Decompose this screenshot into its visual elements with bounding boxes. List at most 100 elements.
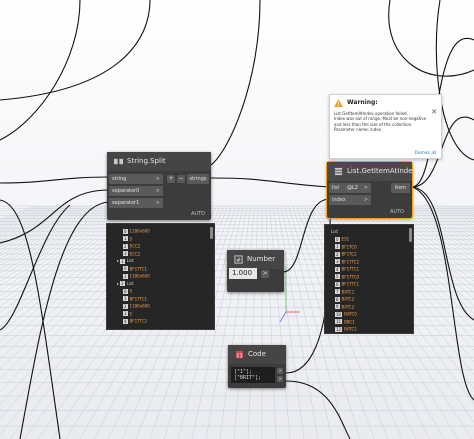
number-value-input[interactable]: 1.000 — [229, 268, 257, 279]
string-split-node[interactable]: String.Split string> separator0> separat… — [107, 152, 211, 220]
item-output-port[interactable]: item — [391, 183, 410, 193]
grid-line — [393, 205, 474, 259]
grid-line — [0, 205, 127, 287]
grid-line — [0, 205, 142, 307]
preview-scrollbar[interactable] — [409, 228, 412, 242]
list-input-port[interactable]: list @L2 > — [329, 183, 371, 193]
preview-value: BF1TTC0 — [341, 274, 360, 279]
get-item-title: List.GetItemAtIndex — [347, 167, 417, 175]
preview-value: 1180x600 — [129, 303, 150, 309]
preview-index: 3 — [123, 311, 128, 316]
preview-list-header: List — [331, 229, 338, 234]
grid-line — [219, 205, 251, 439]
preview-index: 7 — [335, 289, 340, 294]
preview-index: 1 — [120, 258, 125, 264]
preview-index: 4 — [335, 266, 340, 272]
separator1-input-port[interactable]: separator1> — [109, 198, 163, 208]
preview-index: 0 — [123, 228, 128, 234]
preview-value: BF1TTC2 — [341, 259, 360, 264]
separator0-input-port[interactable]: separator0> — [109, 186, 163, 196]
number-title: Number — [247, 255, 276, 263]
lacing-label[interactable]: AUTO — [191, 211, 206, 217]
expand-icon[interactable]: ▸ — [117, 280, 120, 286]
code-output-port-1[interactable]: > — [277, 368, 283, 374]
grid-line — [233, 205, 255, 439]
close-icon[interactable]: ✕ — [431, 108, 437, 116]
preview-value: ES1 — [341, 236, 350, 242]
grid-line — [0, 205, 146, 313]
number-output-port[interactable]: > — [261, 270, 269, 278]
preview-value: BBC1 — [344, 319, 355, 324]
number-header[interactable]: # Number — [227, 250, 284, 269]
lacing-label[interactable]: AUTO — [390, 209, 405, 215]
grid-line — [0, 205, 119, 278]
grid-line — [0, 205, 134, 296]
string-input-port[interactable]: string> — [109, 174, 163, 184]
preview-index: 3 — [335, 259, 340, 264]
preview-value: BATC1 — [341, 289, 355, 294]
string-split-header[interactable]: String.Split — [107, 152, 211, 171]
grid-line — [280, 205, 333, 439]
number-node[interactable]: # Number 1.000 > — [227, 250, 284, 292]
index-input-port[interactable]: index> — [329, 195, 371, 205]
preview-index: 2 — [123, 303, 128, 309]
warning-message: List.GetItemAtIndex operation failed. In… — [334, 111, 427, 132]
grid-line — [401, 205, 474, 251]
preview-index: 2 — [335, 251, 340, 257]
preview-value: S — [129, 236, 133, 241]
code-output-port-2[interactable]: > — [277, 376, 283, 382]
remove-input-button[interactable]: − — [177, 175, 185, 183]
code-block-icon: {} — [235, 350, 244, 359]
preview-value: BATC2 — [341, 304, 355, 309]
number-icon: # — [234, 255, 243, 264]
grid-line — [0, 205, 97, 256]
grid-line — [0, 205, 108, 266]
list-level-badge[interactable]: @L2 — [347, 185, 358, 191]
separator0-input-label: separator0 — [112, 188, 140, 194]
strings-output-port[interactable]: strings — [187, 174, 209, 184]
preview-index: 4 — [123, 318, 128, 324]
preview-value: BATC1 — [344, 326, 357, 332]
connector-wire — [282, 198, 330, 273]
preview-index: 3 — [123, 251, 128, 256]
preview-value: List — [126, 258, 134, 263]
preview-scrollbar[interactable] — [210, 227, 213, 239]
preview-index: 0 — [123, 288, 128, 294]
grid-line — [0, 205, 112, 270]
preview-row: 13BATC2 — [335, 333, 357, 334]
code-block-header[interactable]: {} Code Block — [228, 345, 286, 377]
get-item-at-index-node[interactable]: List.GetItemAtIndex list @L2 > index> it… — [326, 161, 417, 219]
grid-line — [397, 205, 474, 255]
expand-icon[interactable]: ▸ — [117, 258, 120, 263]
preview-value: 1180x600 — [129, 273, 150, 279]
connector-wire — [411, 116, 474, 188]
grid-line — [375, 205, 474, 282]
add-input-button[interactable]: + — [167, 175, 175, 183]
dismiss-all-link[interactable]: Dismiss all — [414, 150, 436, 155]
preview-value: BF1TTC1 — [341, 266, 360, 272]
get-item-header[interactable]: List.GetItemAtIndex — [327, 162, 417, 181]
preview-index: 0 — [335, 236, 340, 242]
svg-text:{}: {} — [236, 353, 242, 359]
code-block-node[interactable]: {} Code Block ["1"]; ["BRIT"]; > > — [228, 345, 286, 388]
connector-wire — [0, 0, 81, 141]
code-block-editor[interactable]: ["1"]; ["BRIT"]; — [231, 367, 275, 383]
